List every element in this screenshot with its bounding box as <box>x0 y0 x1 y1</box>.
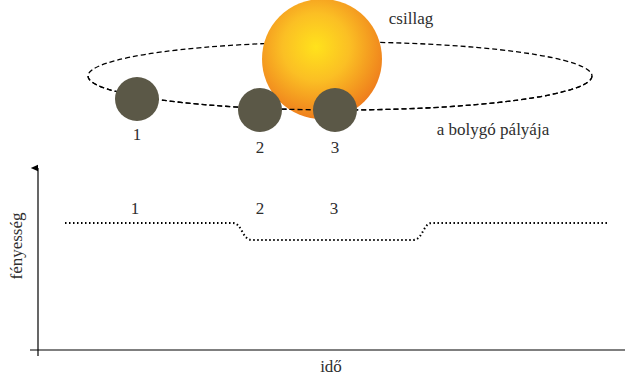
axis-label: idő <box>320 358 342 375</box>
curve-number: 1 <box>131 200 140 217</box>
y-axis <box>37 168 38 356</box>
planet <box>115 77 159 121</box>
planet <box>238 88 282 132</box>
axis-label: fényesség <box>8 212 25 279</box>
position-number: 2 <box>256 139 265 156</box>
planet <box>313 88 357 132</box>
curve-number: 3 <box>330 200 339 217</box>
curve-number: 2 <box>256 200 265 217</box>
position-number: 1 <box>133 126 142 143</box>
orbit-label: a bolygó pályája <box>437 121 549 138</box>
light-curve <box>65 223 608 240</box>
position-number: 3 <box>331 139 340 156</box>
star-label: csillag <box>389 10 433 27</box>
x-axis <box>30 349 625 350</box>
